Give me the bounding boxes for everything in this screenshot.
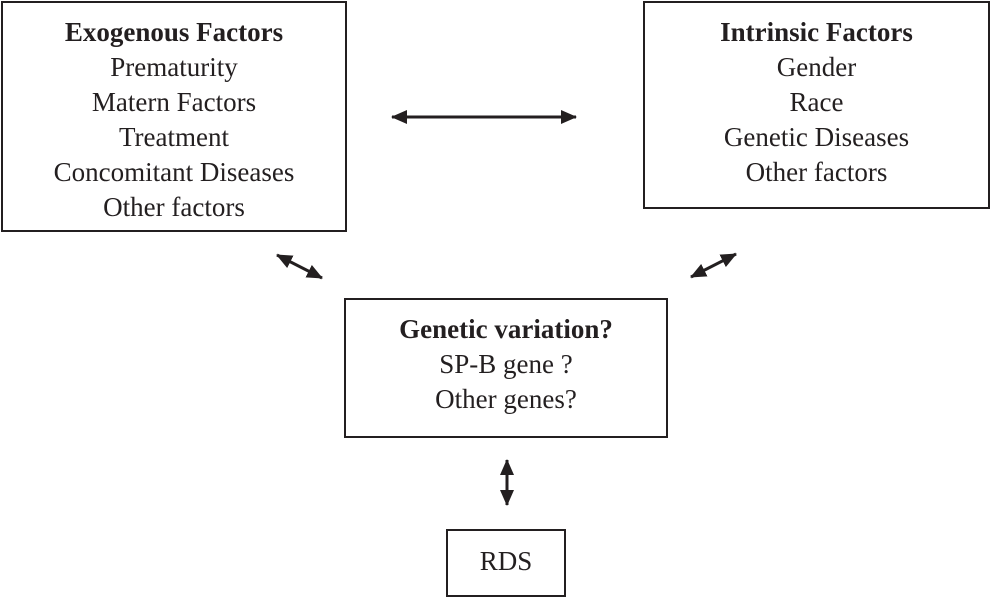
intrinsic-item-other-factors: Other factors xyxy=(745,157,888,187)
intrinsic-factors-box: Intrinsic Factors Gender Race Genetic Di… xyxy=(643,1,990,209)
rds-box: RDS xyxy=(446,529,566,597)
exogenous-genetic-arrow xyxy=(276,253,323,280)
exogenous-factors-title: Exogenous Factors xyxy=(64,17,284,47)
intrinsic-item-gender: Gender xyxy=(776,52,857,82)
rds-label: RDS xyxy=(479,546,533,576)
intrinsic-genetic-arrow xyxy=(690,252,737,279)
genetic-item-other-genes: Other genes? xyxy=(435,384,577,414)
exogenous-factors-box: Exogenous Factors Prematurity Matern Fac… xyxy=(1,1,347,232)
exogenous-item-matern-factors: Matern Factors xyxy=(91,87,257,117)
intrinsic-item-race: Race xyxy=(789,87,844,117)
genetic-variation-box: Genetic variation? SP-B gene ? Other gen… xyxy=(344,298,668,438)
genetic-variation-title: Genetic variation? xyxy=(399,314,613,344)
exogenous-item-treatment: Treatment xyxy=(119,122,229,152)
genetic-item-sp-b-gene: SP-B gene ? xyxy=(439,349,573,379)
exogenous-item-prematurity: Prematurity xyxy=(110,52,238,82)
exogenous-item-concomitant-diseases: Concomitant Diseases xyxy=(53,157,295,187)
exogenous-item-other-factors: Other factors xyxy=(103,192,245,222)
intrinsic-item-genetic-diseases: Genetic Diseases xyxy=(723,122,910,152)
intrinsic-factors-title: Intrinsic Factors xyxy=(720,17,913,47)
